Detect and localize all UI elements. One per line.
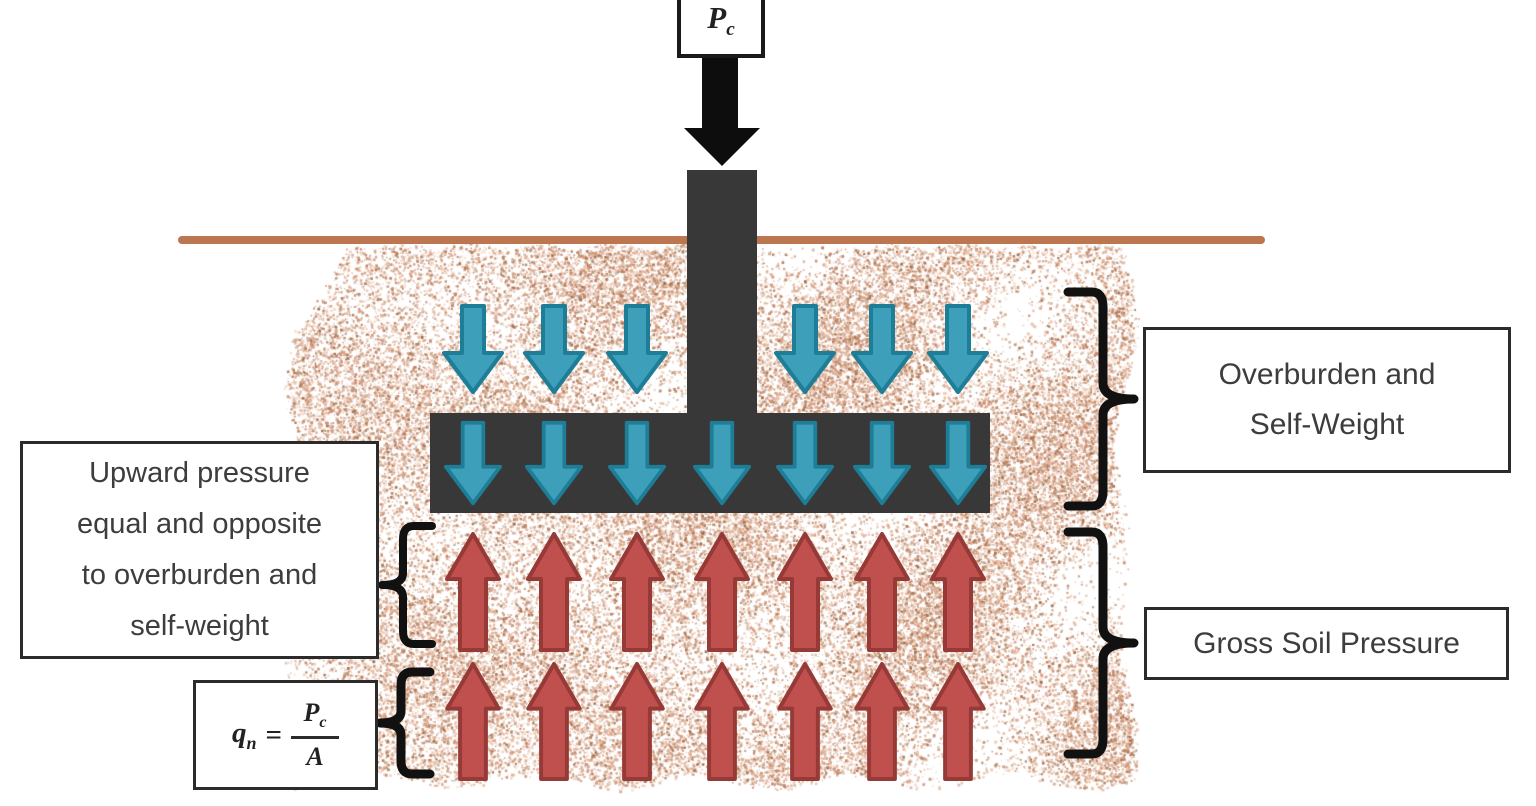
upward-pressure-brace (376, 521, 438, 649)
formula-numerator: Pc (303, 698, 326, 732)
soil-up-arrow-icon (693, 531, 751, 653)
overburden-label-box: Overburden and Self-Weight (1143, 327, 1511, 473)
footing-down-arrow-icon (775, 419, 835, 507)
overburden-brace (1062, 287, 1140, 511)
footing-down-arrow-icon (928, 419, 988, 507)
footing-down-arrow-icon (443, 419, 503, 507)
upward-pressure-label-line: to overburden and (82, 550, 317, 601)
upward-pressure-label-line: self-weight (130, 601, 269, 652)
formula-denominator: A (306, 742, 323, 772)
soil-up-arrow-icon (444, 531, 502, 653)
soil-up-arrow-icon (608, 661, 666, 782)
footing-down-arrow-icon (607, 419, 667, 507)
column-load-label-box: Pc (677, 0, 765, 58)
overburden-down-arrow-icon (441, 303, 505, 395)
upward-pressure-label-line: equal and opposite (77, 499, 322, 550)
gross-soil-pressure-label-box: Gross Soil Pressure (1144, 607, 1509, 680)
soil-up-arrow-icon (693, 661, 751, 782)
soil-up-arrow-icon (776, 531, 834, 653)
net-pressure-formula-box: qn = Pc A (193, 680, 378, 790)
applied-load-arrowhead-icon (684, 128, 760, 166)
overburden-down-arrow-icon (522, 303, 586, 395)
soil-up-arrow-icon (929, 661, 987, 782)
overburden-down-arrow-icon (605, 303, 669, 395)
overburden-down-arrow-icon (850, 303, 914, 395)
column-load-label: Pc (707, 2, 734, 39)
gross-soil-pressure-label: Gross Soil Pressure (1193, 627, 1460, 661)
applied-load-arrow-icon (702, 56, 738, 130)
overburden-label-line: Self-Weight (1250, 400, 1405, 450)
soil-up-arrow-icon (776, 661, 834, 782)
footing-down-arrow-icon (852, 419, 912, 507)
soil-up-arrow-icon (853, 531, 911, 653)
net-pressure-brace (374, 667, 436, 779)
overburden-down-arrow-icon (773, 303, 837, 395)
gross-soil-pressure-brace (1062, 527, 1140, 759)
upward-pressure-label-line: Upward pressure (89, 448, 310, 499)
soil-up-arrow-icon (853, 661, 911, 782)
footing-down-arrow-icon (524, 419, 584, 507)
soil-up-arrow-icon (525, 531, 583, 653)
overburden-down-arrow-icon (926, 303, 990, 395)
upward-pressure-label-box: Upward pressure equal and opposite to ov… (20, 441, 379, 659)
soil-up-arrow-icon (444, 661, 502, 782)
overburden-label-line: Overburden and (1219, 350, 1436, 400)
net-pressure-formula: qn = Pc A (232, 698, 339, 771)
soil-up-arrow-icon (525, 661, 583, 782)
foundation-column (687, 170, 757, 415)
soil-up-arrow-icon (929, 531, 987, 653)
formula-lhs: qn (232, 717, 257, 754)
footing-down-arrow-icon (692, 419, 752, 507)
formula-fraction: Pc A (291, 698, 339, 771)
soil-up-arrow-icon (608, 531, 666, 653)
fraction-bar (291, 736, 339, 739)
formula-equals: = (265, 719, 282, 752)
